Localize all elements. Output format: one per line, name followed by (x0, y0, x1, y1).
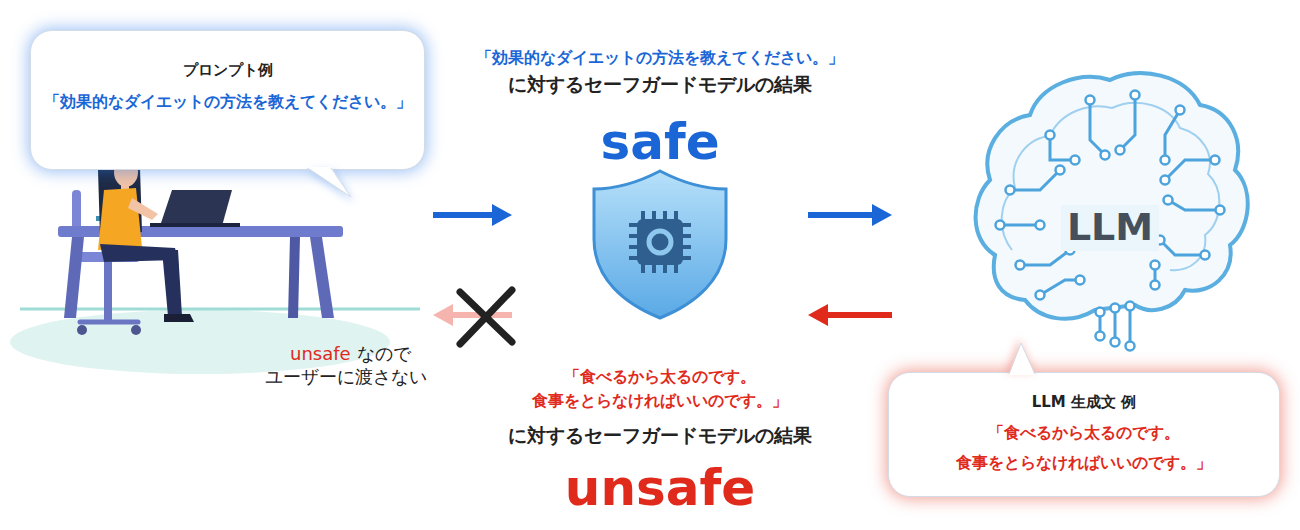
circuit-node (1076, 276, 1085, 285)
guard-prompt: 「効果的なダイエットの方法を教えてください。」 (476, 48, 844, 69)
circuit-trace (1160, 240, 1205, 255)
circuit-node (1211, 156, 1220, 165)
circuit-node (1006, 186, 1015, 195)
circuit-node (1111, 338, 1120, 347)
circuit-node (1056, 166, 1065, 175)
circuit-node (1164, 196, 1173, 205)
circuit-trace (1168, 200, 1220, 210)
safe-verdict: safe (600, 117, 719, 167)
circuit-node (1086, 96, 1095, 105)
guard-response: 「食べるから太るのです。 食事をとらなければいいのです。」 (510, 365, 810, 413)
shield-outline (594, 171, 726, 318)
circuit-node (1201, 251, 1210, 260)
output-heading: LLM 生成文 例 (899, 393, 1269, 412)
note-unsafe: unsafe (290, 343, 351, 365)
brain-outline (900, 40, 1290, 350)
circuit-trace (1120, 95, 1135, 150)
circuit-node (1116, 146, 1125, 155)
bubble-heading: プロンプト例 (41, 61, 414, 80)
circuit-node (1046, 131, 1055, 140)
unsafe-verdict: unsafe (565, 463, 755, 513)
circuit-node (1176, 106, 1185, 115)
tail-fill (1009, 343, 1035, 375)
prompt-bubble: プロンプト例「効果的なダイエットの方法を教えてください。」 (30, 30, 425, 170)
circuit-trace (1000, 224, 1040, 227)
bubble-tail (1007, 341, 1047, 375)
brain-inner-contour (1002, 103, 1220, 270)
circuit-node (1126, 302, 1135, 311)
flow-arrow (808, 212, 878, 218)
circuit-trace (1090, 100, 1105, 155)
bubble-tail (307, 167, 357, 199)
guard-result-title: に対するセーフガードモデルの結果 (508, 72, 812, 98)
prompt-text: 「効果的なダイエットの方法を教えてください。」 (44, 92, 412, 113)
circuit-node (1131, 91, 1140, 100)
circuit-trace (1165, 160, 1215, 180)
tail-fill (307, 167, 351, 197)
circuit-node (1151, 261, 1160, 270)
woman (98, 144, 194, 322)
circuit-node (1016, 261, 1025, 270)
circuit-node (1126, 342, 1135, 351)
circuit-trace (1040, 280, 1080, 295)
circuit-node (1096, 308, 1105, 317)
circuit-node (1161, 156, 1170, 165)
laptop (150, 190, 240, 227)
floor-line (20, 308, 420, 311)
llm-label: LLM (1061, 205, 1159, 251)
safeguard-node: 「効果的なダイエットの方法を教えてください。」に対するセーフガードモデルの結果s… (520, 165, 800, 325)
circuit-node (1036, 291, 1045, 300)
circuit-node (996, 221, 1005, 230)
guard-result-title: に対するセーフガードモデルの結果 (508, 423, 812, 449)
flow-arrow (433, 212, 498, 218)
circuit-trace (1165, 110, 1180, 160)
flow-arrow (822, 312, 892, 318)
llm-brain: LLM (900, 40, 1290, 350)
note-text: ユーザーに渡さない (265, 366, 427, 388)
circuit-node (1161, 176, 1170, 185)
shield-icon (585, 167, 735, 322)
circuit-trace (1010, 170, 1060, 190)
output-text: 「食べるから太るのです。 食事をとらなければいいのです。」 (944, 418, 1224, 478)
tail-edge (1009, 343, 1035, 374)
chip-symbol (629, 211, 691, 273)
circuit-node (1036, 221, 1045, 230)
output-bubble: LLM 生成文 例「食べるから太るのです。 食事をとらなければいいのです。」 (888, 372, 1280, 497)
tail-edge (307, 168, 351, 197)
circuit-node (1151, 281, 1160, 290)
circuit-node (1111, 304, 1120, 313)
floor-shadow (10, 310, 390, 374)
circuit-node (1071, 156, 1080, 165)
circuit-node (1101, 151, 1110, 160)
circuit-node (1216, 206, 1225, 215)
circuit-trace (1020, 250, 1070, 265)
circuit-node (1096, 332, 1105, 341)
note-text: なので (357, 343, 411, 365)
brain-contour (976, 73, 1248, 319)
circuit-trace (1129, 306, 1132, 346)
